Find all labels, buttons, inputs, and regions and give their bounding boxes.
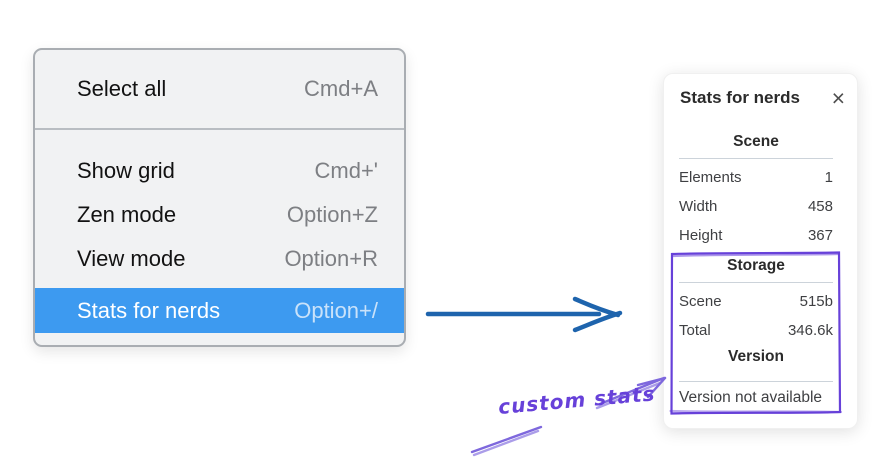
menu-item-stats-for-nerds[interactable]: Stats for nerds Option+/ (35, 288, 404, 333)
stat-row-height: Height 367 (679, 221, 833, 250)
stats-panel: Stats for nerds × Scene Elements 1 Width… (663, 73, 858, 429)
section-heading: Storage (727, 257, 785, 274)
stat-label: Total (679, 322, 711, 339)
stat-row-width: Width 458 (679, 192, 833, 221)
section-version: Version Version not available (679, 347, 833, 410)
section-heading: Scene (733, 133, 779, 150)
close-icon[interactable]: × (831, 85, 845, 111)
stat-value: 458 (807, 198, 833, 215)
stat-row-scene-size: Scene 515b (679, 287, 833, 316)
version-message: Version not available (679, 389, 823, 406)
stat-label: Scene (679, 293, 722, 310)
menu-spacer (35, 130, 404, 149)
section-rule (679, 282, 833, 283)
menu-item-label: Select all (77, 76, 167, 101)
menu-item-label: Show grid (77, 158, 175, 183)
section-rule (679, 158, 833, 159)
stat-value: 515b (799, 293, 833, 310)
stat-row-total-size: Total 346.6k (679, 316, 833, 345)
menu-item-view-mode[interactable]: View mode Option+R (35, 237, 404, 281)
custom-stats-annotation: custom stats (497, 381, 657, 419)
panel-title: Stats for nerds (680, 88, 800, 107)
section-storage: Storage Scene 515b Total 346.6k (679, 256, 833, 345)
menu-item-label: Stats for nerds (77, 297, 221, 323)
menu-item-shortcut: Option+/ (294, 297, 378, 323)
stat-row-elements: Elements 1 (679, 163, 833, 192)
menu-divider (35, 128, 404, 130)
stat-value: 1 (824, 169, 833, 186)
context-menu: Select all Cmd+A Show grid Cmd+' Zen mod… (33, 48, 406, 347)
menu-item-label: View mode (77, 246, 186, 271)
section-heading: Version (728, 348, 784, 365)
stats-panel-header: Stats for nerds × (664, 86, 857, 110)
section-rule (679, 381, 833, 382)
menu-item-select-all[interactable]: Select all Cmd+A (35, 50, 404, 128)
arrow-menu-to-panel-icon (425, 296, 623, 333)
menu-item-label: Zen mode (77, 202, 177, 227)
menu-item-shortcut: Cmd+A (304, 76, 378, 101)
stat-value: 367 (807, 227, 833, 244)
menu-item-show-grid[interactable]: Show grid Cmd+' (35, 149, 404, 193)
stats-panel-body: Scene Elements 1 Width 458 Height 367 (664, 132, 857, 410)
stat-label: Elements (679, 169, 742, 186)
stat-value: 346.6k (787, 322, 833, 339)
stat-label: Height (679, 227, 723, 244)
stat-label: Width (679, 198, 718, 215)
menu-item-shortcut: Option+Z (286, 202, 378, 227)
menu-item-shortcut: Cmd+' (314, 158, 379, 183)
menu-item-zen-mode[interactable]: Zen mode Option+Z (35, 193, 404, 237)
section-scene: Scene Elements 1 Width 458 Height 367 (679, 132, 833, 250)
menu-item-shortcut: Option+R (284, 246, 378, 271)
